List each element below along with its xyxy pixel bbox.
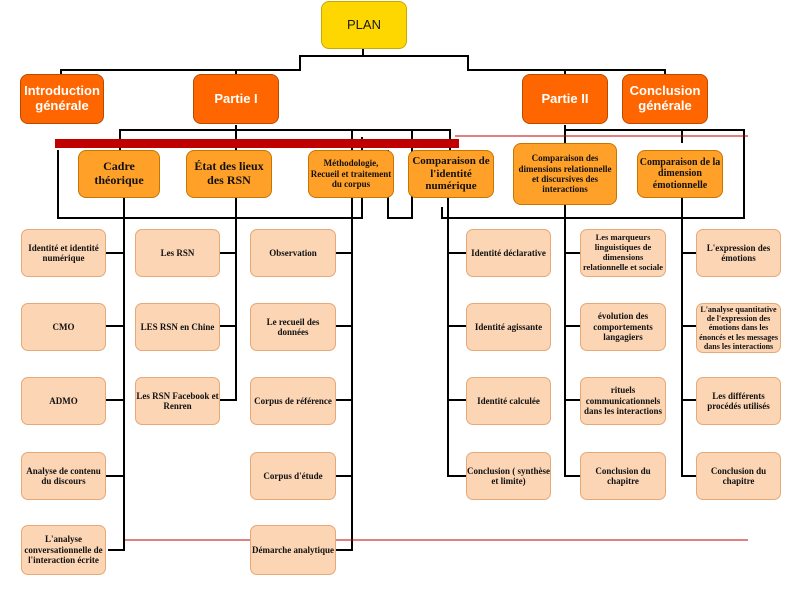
leaf-evolution-comportements: évolution des comportements langagiers [580, 303, 666, 351]
leaf-recueil-donnees: Le recueil des données [250, 303, 336, 351]
leaf-marqueurs-linguistiques: Les marqueurs linguistiques de dimension… [580, 229, 666, 277]
leaf-identite-declarative: Identité déclarative [466, 229, 551, 277]
partie-1-node: Partie I [193, 74, 279, 124]
etat-des-lieux-node: État des lieux des RSN [186, 150, 272, 198]
leaf-demarche-analytique: Démarche analytique [250, 525, 336, 575]
leaf-differents-procedes: Les différents procédés utilisés [696, 377, 781, 425]
cadre-theorique-node: Cadre théorique [78, 150, 160, 198]
leaf-analyse-quantitative: L'analyse quantitative de l'expression d… [696, 303, 781, 353]
leaf-analyse-conversationnelle: L'analyse conversationnelle de l'interac… [21, 525, 106, 575]
comparaison-emotion-node: Comparaison de la dimension émotionnelle [637, 150, 723, 198]
leaf-cmo: CMO [21, 303, 106, 351]
partie-2-node: Partie II [522, 74, 608, 124]
leaf-identite-agissante: Identité agissante [466, 303, 551, 351]
leaf-analyse-contenu: Analyse de contenu du discours [21, 452, 106, 500]
leaf-admo: ADMO [21, 377, 106, 425]
leaf-observation: Observation [250, 229, 336, 277]
highlight-bar [55, 139, 459, 148]
conclusion-generale-node: Conclusion générale [622, 74, 708, 124]
comparaison-dimensions-node: Comparaison des dimensions relationnelle… [513, 143, 617, 205]
leaf-expression-emotions: L'expression des émotions [696, 229, 781, 277]
leaf-identite-calculee: Identité calculée [466, 377, 551, 425]
leaf-rsn-chine: LES RSN en Chine [135, 303, 220, 351]
leaf-identite-numerique: Identité et identité numérique [21, 229, 106, 277]
leaf-conclusion-chapitre-emotion: Conclusion du chapitre [696, 452, 781, 500]
introduction-generale-node: Introduction générale [20, 74, 104, 124]
plan-node: PLAN [321, 1, 407, 49]
leaf-corpus-etude: Corpus d'étude [250, 452, 336, 500]
leaf-conclusion-synthese: Conclusion ( synthèse et limite) [466, 452, 551, 500]
leaf-les-rsn: Les RSN [135, 229, 220, 277]
leaf-corpus-reference: Corpus de référence [250, 377, 336, 425]
methodologie-node: Méthodologie, Recueil et traitement du c… [308, 150, 394, 198]
leaf-rituels-communicationnels: rituels communicationnels dans les inter… [580, 377, 666, 425]
leaf-rsn-facebook-renren: Les RSN Facebook et Renren [135, 377, 220, 425]
comparaison-identite-node: Comparaison de l'identité numérique [408, 150, 494, 198]
leaf-conclusion-chapitre-dimensions: Conclusion du chapitre [580, 452, 666, 500]
